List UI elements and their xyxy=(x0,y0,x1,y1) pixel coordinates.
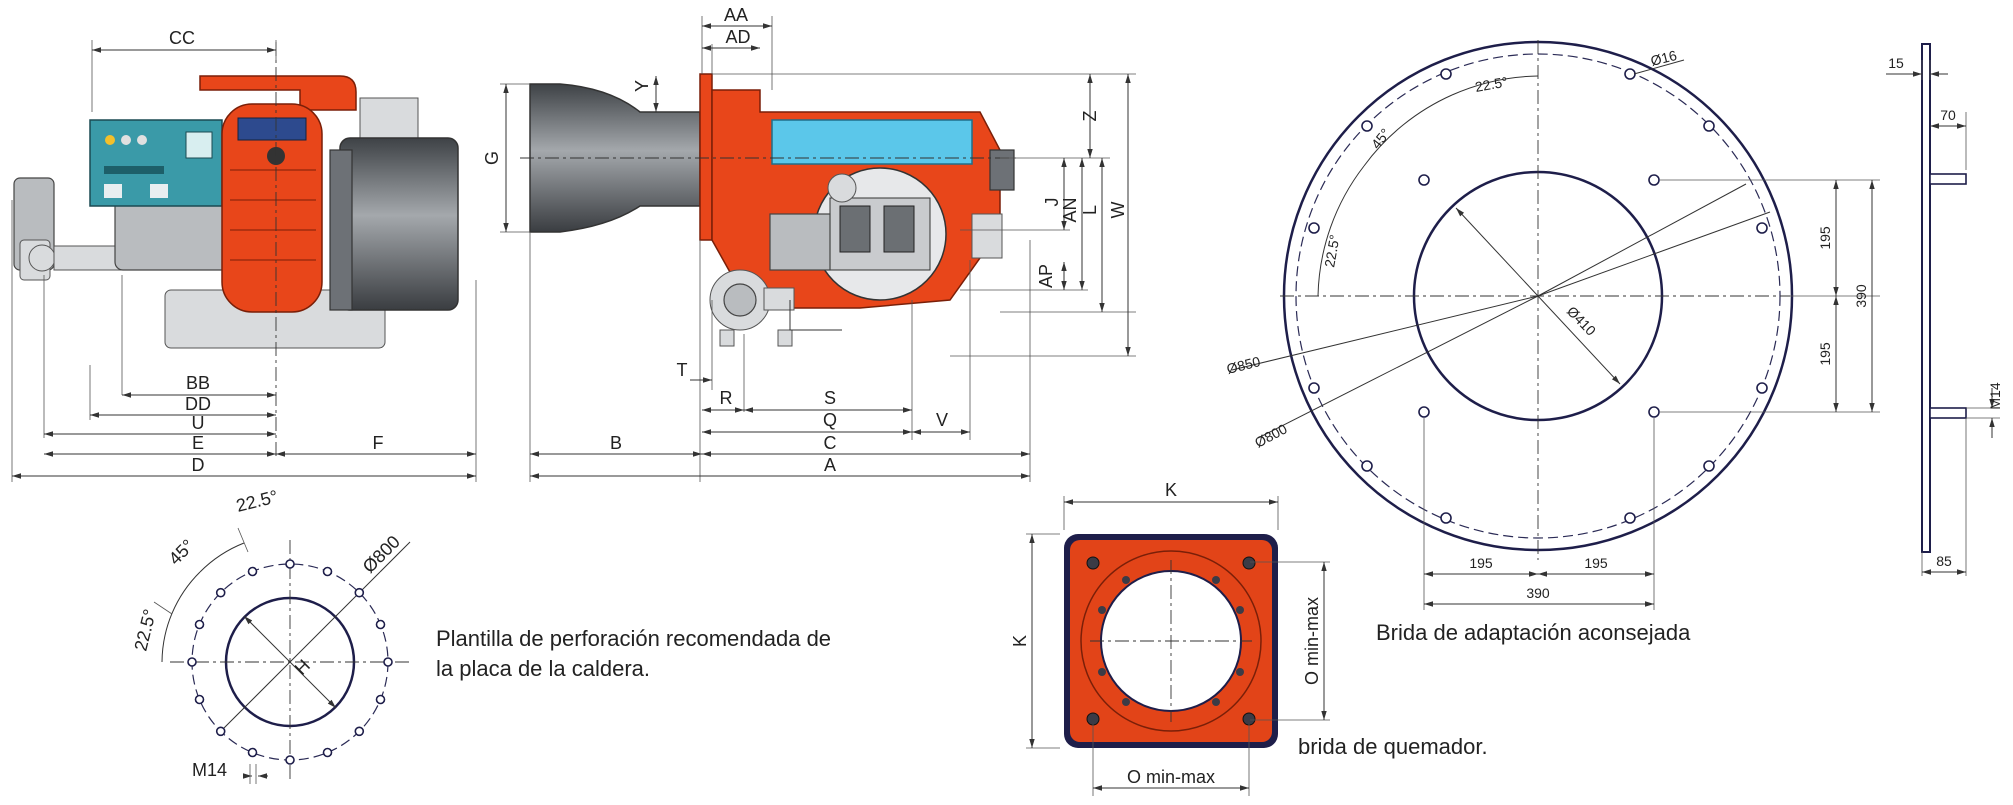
adapter-caption: Brida de adaptación aconsejada xyxy=(1376,620,1691,645)
dim-r: R xyxy=(720,388,733,408)
dim-y: Y xyxy=(632,80,652,92)
dim-c: C xyxy=(824,433,837,453)
fan-housing xyxy=(199,75,357,313)
dim-dd: DD xyxy=(185,394,211,414)
dim-v: V xyxy=(936,410,948,430)
dim-d: D xyxy=(192,455,205,475)
motor xyxy=(114,197,386,349)
ad-d800: Ø800 xyxy=(1252,420,1290,450)
ad-v390: 390 xyxy=(1853,284,1869,308)
dim-s: S xyxy=(824,388,836,408)
flange-section: 15 70 M14 85 xyxy=(1886,43,2003,576)
flange-o-bottom: O min-max xyxy=(1127,767,1215,787)
side-view: G Y AA AD Z J AN L W AP xyxy=(482,5,1136,482)
ad-h195b: 195 xyxy=(1584,555,1608,571)
dim-a: A xyxy=(824,455,836,475)
flange-k-side: K xyxy=(1010,635,1030,647)
dim-q: Q xyxy=(823,410,837,430)
flange-o-right: O min-max xyxy=(1302,597,1322,685)
ad-d850: Ø850 xyxy=(1225,353,1262,377)
dim-f: F xyxy=(373,433,384,453)
front-view: CC BB DD U E F D xyxy=(11,28,477,482)
dim-an: AN xyxy=(1060,197,1080,222)
dim-u: U xyxy=(192,413,205,433)
dim-b: B xyxy=(610,433,622,453)
dim-w: W xyxy=(1108,202,1128,219)
flange-caption: brida de quemador. xyxy=(1298,734,1488,759)
dim-g: G xyxy=(482,151,502,165)
dim-bb: BB xyxy=(186,373,210,393)
ad-v195b: 195 xyxy=(1817,342,1833,366)
tpl-angle-b: 45° xyxy=(165,535,198,568)
tpl-angle-a: 22.5° xyxy=(234,486,280,516)
tpl-caption-1: Plantilla de perforación recomendada de xyxy=(436,626,831,651)
flange-k-top: K xyxy=(1165,480,1177,500)
ad-d410: Ø410 xyxy=(1564,303,1599,339)
burner-body xyxy=(711,89,1015,309)
dim-t: T xyxy=(677,360,688,380)
sec-m14: M14 xyxy=(1987,382,2003,409)
tpl-m14: M14 xyxy=(192,760,227,780)
dim-j: J xyxy=(1042,198,1062,207)
pump-assembly xyxy=(709,269,842,347)
dim-l: L xyxy=(1080,205,1100,215)
sec-t15: 15 xyxy=(1888,55,1904,71)
dim-ap: AP xyxy=(1036,264,1056,288)
burner-flange: K K O min-max O min-max brida de quemado… xyxy=(1010,480,1488,796)
ad-h390: 390 xyxy=(1526,585,1550,601)
flange-holes xyxy=(1086,556,1256,726)
air-box xyxy=(329,97,459,311)
dim-cc: CC xyxy=(169,28,195,48)
dim-ad: AD xyxy=(725,27,750,47)
adapter-holes xyxy=(1308,68,1768,524)
dim-e: E xyxy=(192,433,204,453)
ad-a1: 22.5° xyxy=(1474,73,1509,94)
tpl-h: H xyxy=(291,655,314,678)
hood-cover xyxy=(771,119,973,165)
ad-a3: 22.5° xyxy=(1321,233,1342,268)
tpl-caption-2: la placa de la caldera. xyxy=(436,656,650,681)
tpl-angle-c: 22.5° xyxy=(130,607,160,653)
template-holes xyxy=(187,559,393,765)
ad-h195a: 195 xyxy=(1469,555,1493,571)
control-panel xyxy=(89,119,223,207)
sec-t85: 85 xyxy=(1936,553,1952,569)
ad-v195a: 195 xyxy=(1817,226,1833,250)
dim-aa: AA xyxy=(724,5,748,25)
dim-z: Z xyxy=(1080,111,1100,122)
drilling-template: 22.5° 45° 22.5° Ø800 H M14 Plantilla de … xyxy=(130,486,831,784)
adapter-flange: Ø16 22.5° 45° 22.5° Ø410 Ø850 Ø800 195 3… xyxy=(1225,40,1880,645)
sec-t70: 70 xyxy=(1940,107,1956,123)
